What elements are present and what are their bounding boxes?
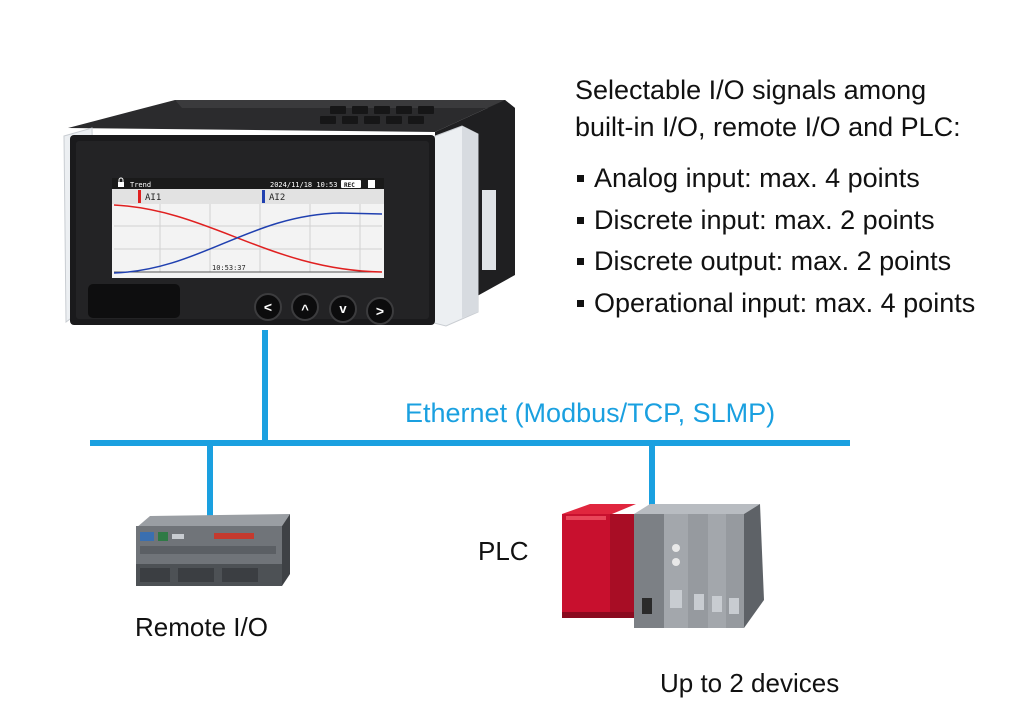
list-item: Discrete input: max. 2 points xyxy=(575,200,975,242)
list-item: Discrete output: max. 2 points xyxy=(575,241,975,283)
button-up-glyph: ^ xyxy=(301,302,309,317)
screen-channel-ai2: AI2 xyxy=(269,193,285,203)
screen-rec-label: REC xyxy=(344,182,355,189)
io-signals-heading: Selectable I/O signals among built-in I/… xyxy=(575,72,961,146)
ethernet-network xyxy=(90,330,850,522)
screen-cursor-time: 10:53:37 xyxy=(212,264,246,272)
screen-channel-ai1: AI1 xyxy=(145,193,161,203)
panel-display-device: Trend 2024/11/18 10:53 REC AI1 AI2 10:53… xyxy=(63,100,515,327)
ethernet-label: Ethernet (Modbus/TCP, SLMP) xyxy=(405,398,776,428)
io-signals-heading-line-2: built-in I/O, remote I/O and PLC: xyxy=(575,112,961,142)
bullet-marker xyxy=(577,175,584,183)
list-item-text: Operational input: max. 4 points xyxy=(594,287,976,318)
lock-icon xyxy=(118,177,124,187)
button-left-glyph: < xyxy=(264,299,272,315)
trend-line-ai2 xyxy=(113,212,383,274)
bullet-marker xyxy=(577,299,584,307)
plc-count-note: Up to 2 devices xyxy=(660,668,840,698)
bullet-marker xyxy=(577,216,584,224)
remote-io-label: Remote I/O xyxy=(135,612,268,642)
io-signal-list: Analog input: max. 4 points Discrete inp… xyxy=(575,158,975,324)
plc-rack xyxy=(562,504,764,628)
list-item-text: Discrete input: max. 2 points xyxy=(594,204,935,235)
bullet-marker xyxy=(577,258,584,266)
rec-badge xyxy=(341,180,361,188)
trend-line-ai1 xyxy=(113,204,383,273)
list-item: Analog input: max. 4 points xyxy=(575,158,975,200)
list-item-text: Analog input: max. 4 points xyxy=(594,163,920,193)
io-signals-heading-line-1: Selectable I/O signals among xyxy=(575,75,927,105)
memory-card-icon xyxy=(368,180,375,188)
plc-label: PLC xyxy=(478,536,529,566)
button-right-glyph: > xyxy=(376,303,384,319)
screen-mode-title: Trend xyxy=(130,181,151,189)
screen-datetime: 2024/11/18 10:53 xyxy=(270,181,337,189)
list-item: Operational input: max. 4 points xyxy=(575,283,975,325)
button-down-glyph: v xyxy=(339,301,347,316)
list-item-text: Discrete output: max. 2 points xyxy=(594,246,952,276)
remote-io-module xyxy=(136,514,290,586)
